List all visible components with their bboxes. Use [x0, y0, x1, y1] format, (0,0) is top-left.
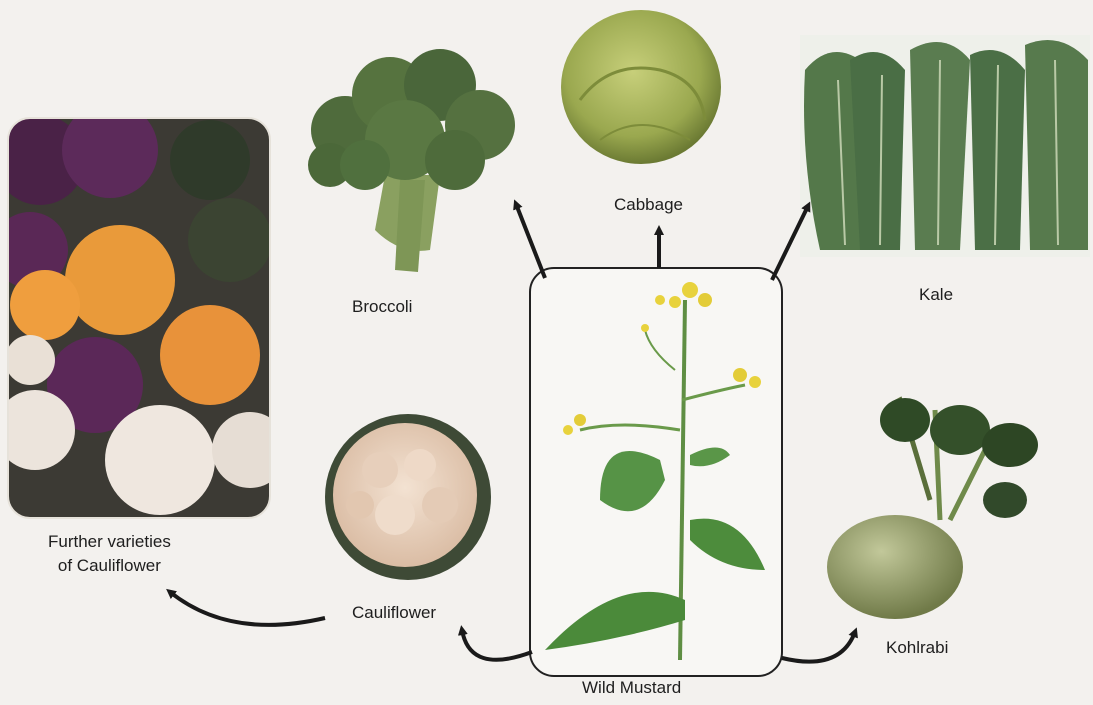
label-wild-mustard: Wild Mustard [582, 678, 681, 698]
label-cabbage: Cabbage [614, 195, 683, 215]
label-kohlrabi: Kohlrabi [886, 638, 948, 658]
label-kale: Kale [919, 285, 953, 305]
kohlrabi-image [827, 398, 1038, 619]
cauliflower-varieties-image [0, 102, 288, 518]
arrow-to-cauliflower [462, 630, 532, 660]
arrow-to-kohlrabi [782, 632, 855, 662]
arrow-to-further-varieties [170, 592, 325, 625]
broccoli-image [308, 49, 515, 272]
label-cauliflower: Cauliflower [352, 603, 436, 623]
kale-image [800, 35, 1090, 257]
label-further-varieties-line2: of Cauliflower [48, 554, 171, 578]
cauliflower-image [325, 414, 491, 580]
arrow-to-broccoli [516, 204, 545, 278]
label-further-varieties-line1: Further varieties [48, 530, 171, 554]
label-broccoli: Broccoli [352, 297, 412, 317]
cabbage-image [561, 10, 721, 164]
label-further-varieties: Further varieties of Cauliflower [48, 530, 171, 578]
